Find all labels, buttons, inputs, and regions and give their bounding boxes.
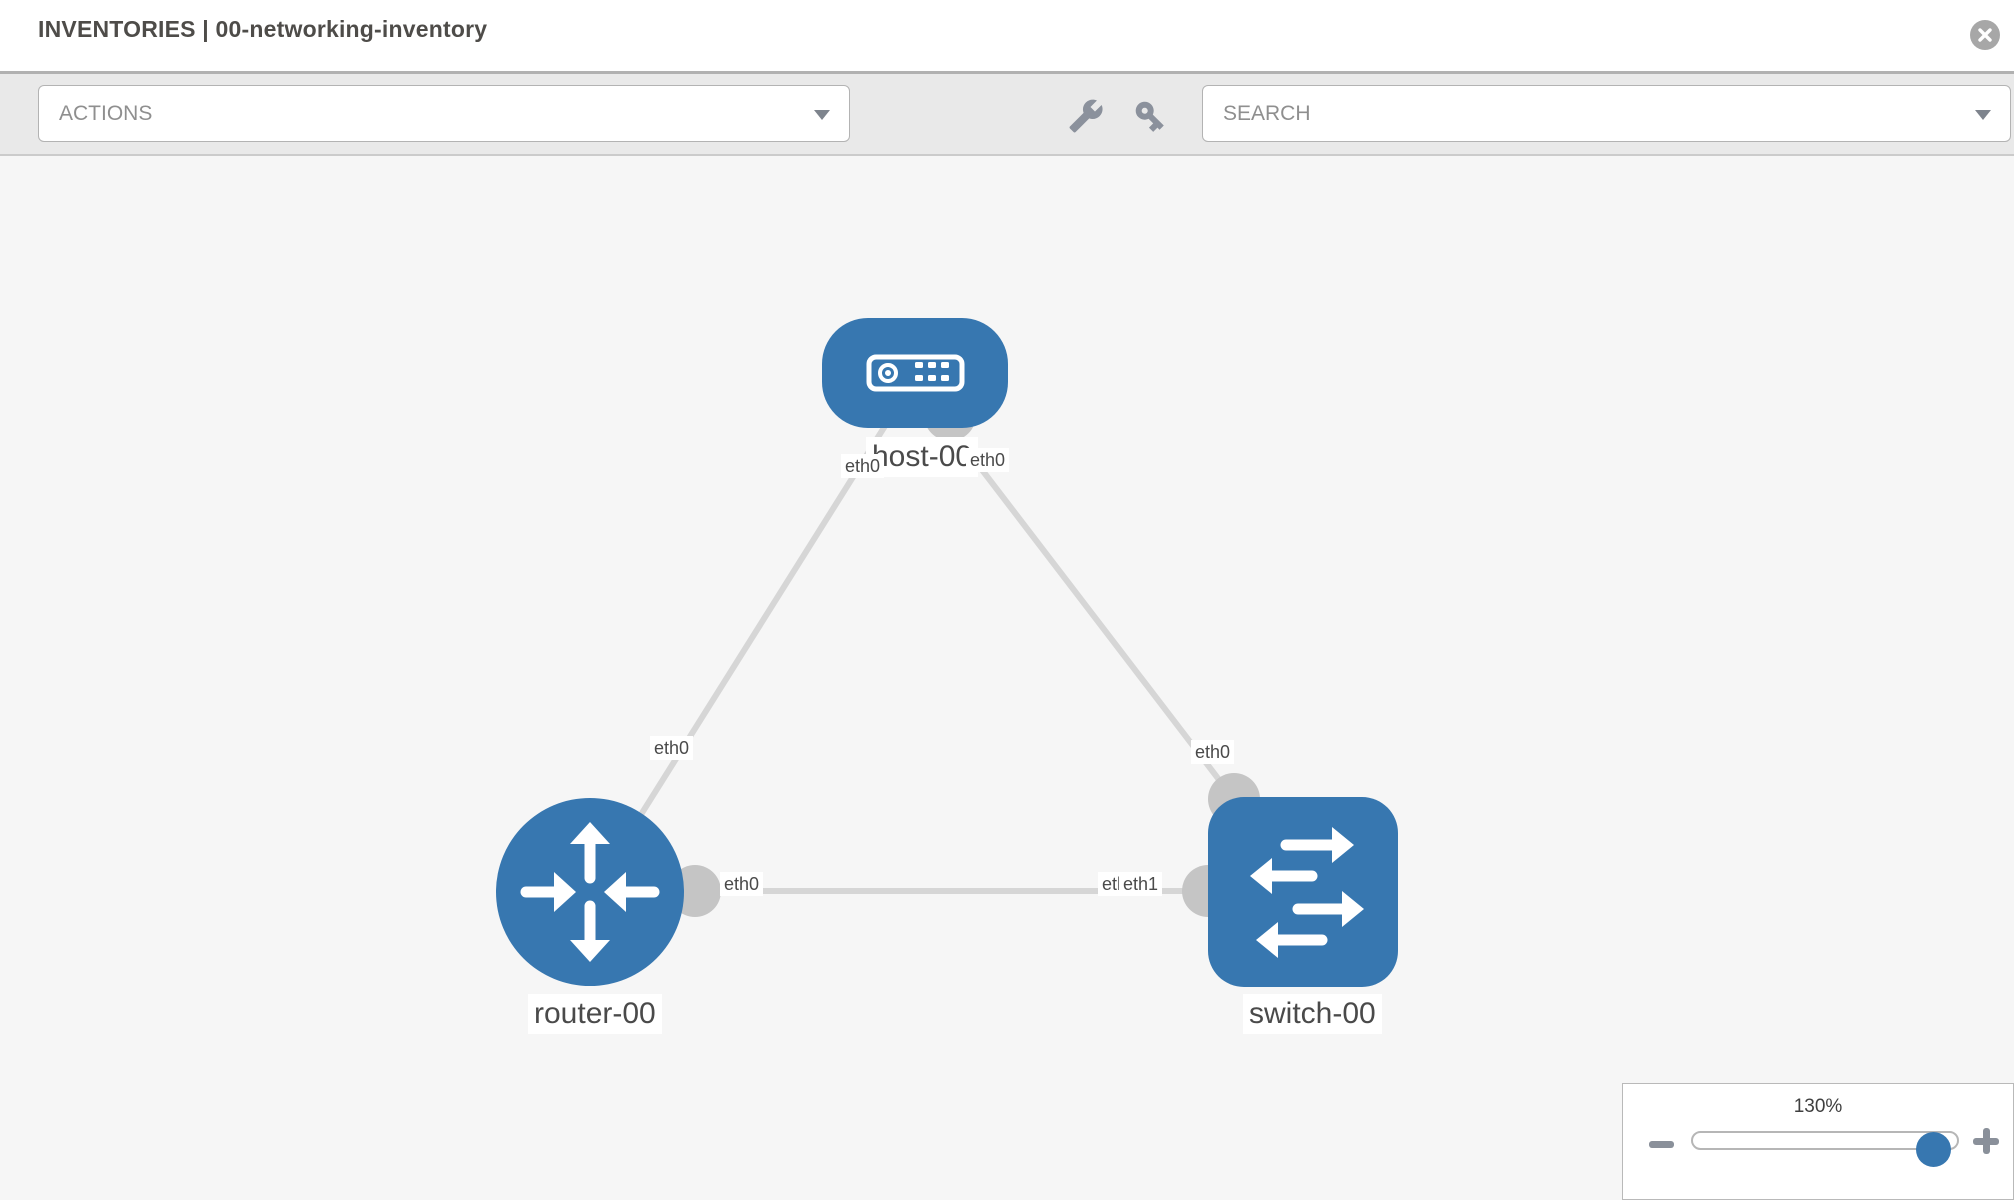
key-icon (1132, 98, 1168, 134)
node-label-router: router-00 (528, 994, 662, 1034)
configure-button[interactable] (1068, 98, 1104, 134)
breadcrumb-separator: | (202, 16, 209, 42)
topology-canvas[interactable]: host-00 router-00 switch-00 eth0 eth0 et… (0, 156, 2014, 1200)
edge-host-router[interactable] (612, 424, 888, 858)
wrench-icon (1068, 98, 1104, 134)
close-icon (1978, 28, 1992, 42)
node-host-00[interactable] (822, 318, 1008, 428)
actions-dropdown[interactable]: ACTIONS (38, 85, 850, 142)
node-router-00[interactable] (496, 798, 684, 986)
zoom-in-button[interactable] (1973, 1128, 1999, 1154)
page-title: INVENTORIES | 00-networking-inventory (38, 12, 487, 46)
iface-label-host-eth0-right: eth0 (966, 448, 1010, 472)
search-dropdown-label: SEARCH (1223, 101, 1311, 125)
zoom-level-value: 130% (1793, 1096, 1843, 1117)
iface-label-router-eth0-right: eth0 (720, 872, 764, 896)
iface-label-router-eth0-top: eth0 (650, 736, 694, 760)
zoom-out-button[interactable] (1649, 1141, 1674, 1148)
breadcrumb-section: INVENTORIES (38, 16, 196, 42)
iface-label-switch-eth0-top: eth0 (1191, 740, 1235, 764)
node-label-switch: switch-00 (1243, 994, 1382, 1034)
zoom-panel: 130% (1622, 1083, 2014, 1200)
toolbar-tools (1068, 98, 1168, 134)
zoom-slider-track[interactable] (1691, 1131, 1959, 1167)
iface-label-switch-eth1: eth1 (1119, 872, 1163, 896)
chevron-down-icon (1975, 109, 1991, 120)
node-switch-00[interactable] (1208, 797, 1398, 987)
toolbar: ACTIONS SEARCH (0, 71, 2014, 156)
breadcrumb-item: 00-networking-inventory (215, 16, 488, 42)
zoom-slider-thumb[interactable] (1916, 1132, 1951, 1167)
search-dropdown[interactable]: SEARCH (1202, 85, 2011, 142)
close-button[interactable] (1970, 20, 2000, 50)
node-label-host: host-00 (866, 437, 979, 477)
panel-header: INVENTORIES | 00-networking-inventory (0, 0, 2014, 71)
switch-icon (1250, 827, 1364, 958)
credentials-button[interactable] (1132, 98, 1168, 134)
chevron-down-icon (814, 109, 830, 120)
topology-edges (612, 424, 1236, 894)
router-icon (520, 822, 660, 962)
iface-label-host-eth0-left: eth0 (841, 454, 885, 478)
host-icon (866, 354, 965, 392)
edge-host-switch[interactable] (947, 426, 1236, 800)
actions-dropdown-label: ACTIONS (59, 101, 153, 125)
